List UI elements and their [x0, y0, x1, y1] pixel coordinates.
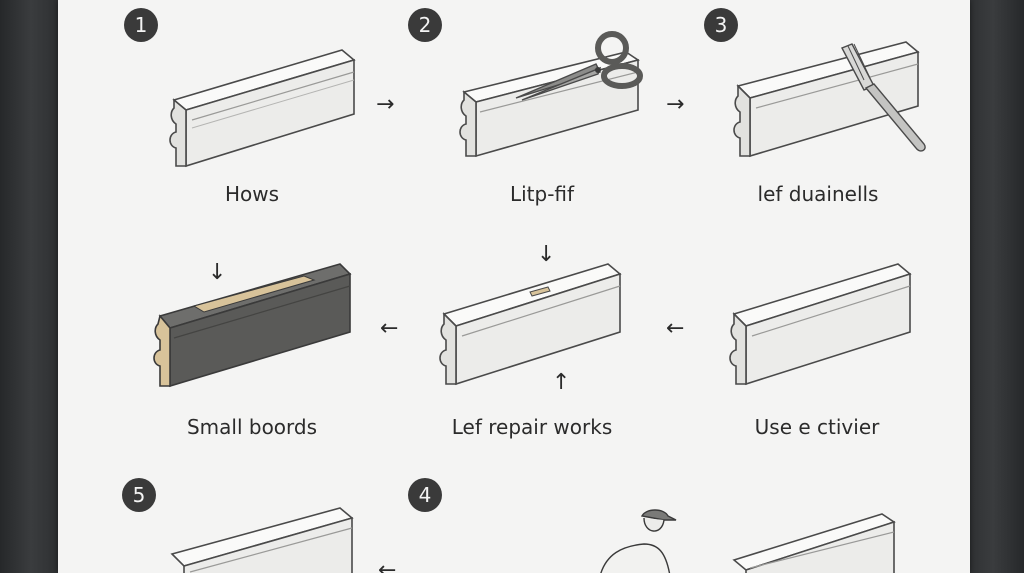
- step-5-badge: 5: [122, 478, 156, 512]
- molding-use-tool: [729, 263, 912, 386]
- step-2-badge: 2: [408, 8, 442, 42]
- molding-dark-small-boards: [153, 263, 352, 388]
- step-2-label: Litp-fif: [509, 182, 575, 206]
- step-1-badge: 1: [124, 8, 158, 42]
- molding-step-4: [732, 513, 896, 573]
- step-1-label: Hows: [224, 182, 280, 206]
- arrow-down-repair: ↓: [537, 242, 556, 267]
- arrow-down-small-boards: ↓: [208, 260, 227, 285]
- fork-icon: [841, 43, 926, 152]
- scissors-icon: [515, 31, 643, 101]
- use-tool-label: Use e ctivier: [754, 415, 880, 439]
- arrow-2-to-3: →: [666, 92, 685, 117]
- arrow-1-to-2: →: [376, 92, 395, 117]
- worker-figure: [600, 509, 677, 573]
- step-4-badge: 4: [408, 478, 442, 512]
- repair-works-label: Lef repair works: [451, 415, 613, 439]
- molding-repair: [439, 263, 622, 386]
- step-3-label: lef duainells: [757, 182, 879, 206]
- arrow-up-repair: ↑: [552, 370, 571, 395]
- molding-step-1: [169, 49, 356, 168]
- molding-step-5: [170, 507, 354, 573]
- arrow-repair-to-small-boards: ←: [380, 316, 399, 341]
- instruction-sheet: 1 2 3 5 4 → → Hows Litp-fif: [58, 0, 970, 573]
- step-3-badge: 3: [704, 8, 738, 42]
- small-boards-label: Small boords: [186, 415, 318, 439]
- arrow-step-4-to-5: ←: [378, 558, 397, 573]
- arrow-use-tool-to-repair: ←: [666, 316, 685, 341]
